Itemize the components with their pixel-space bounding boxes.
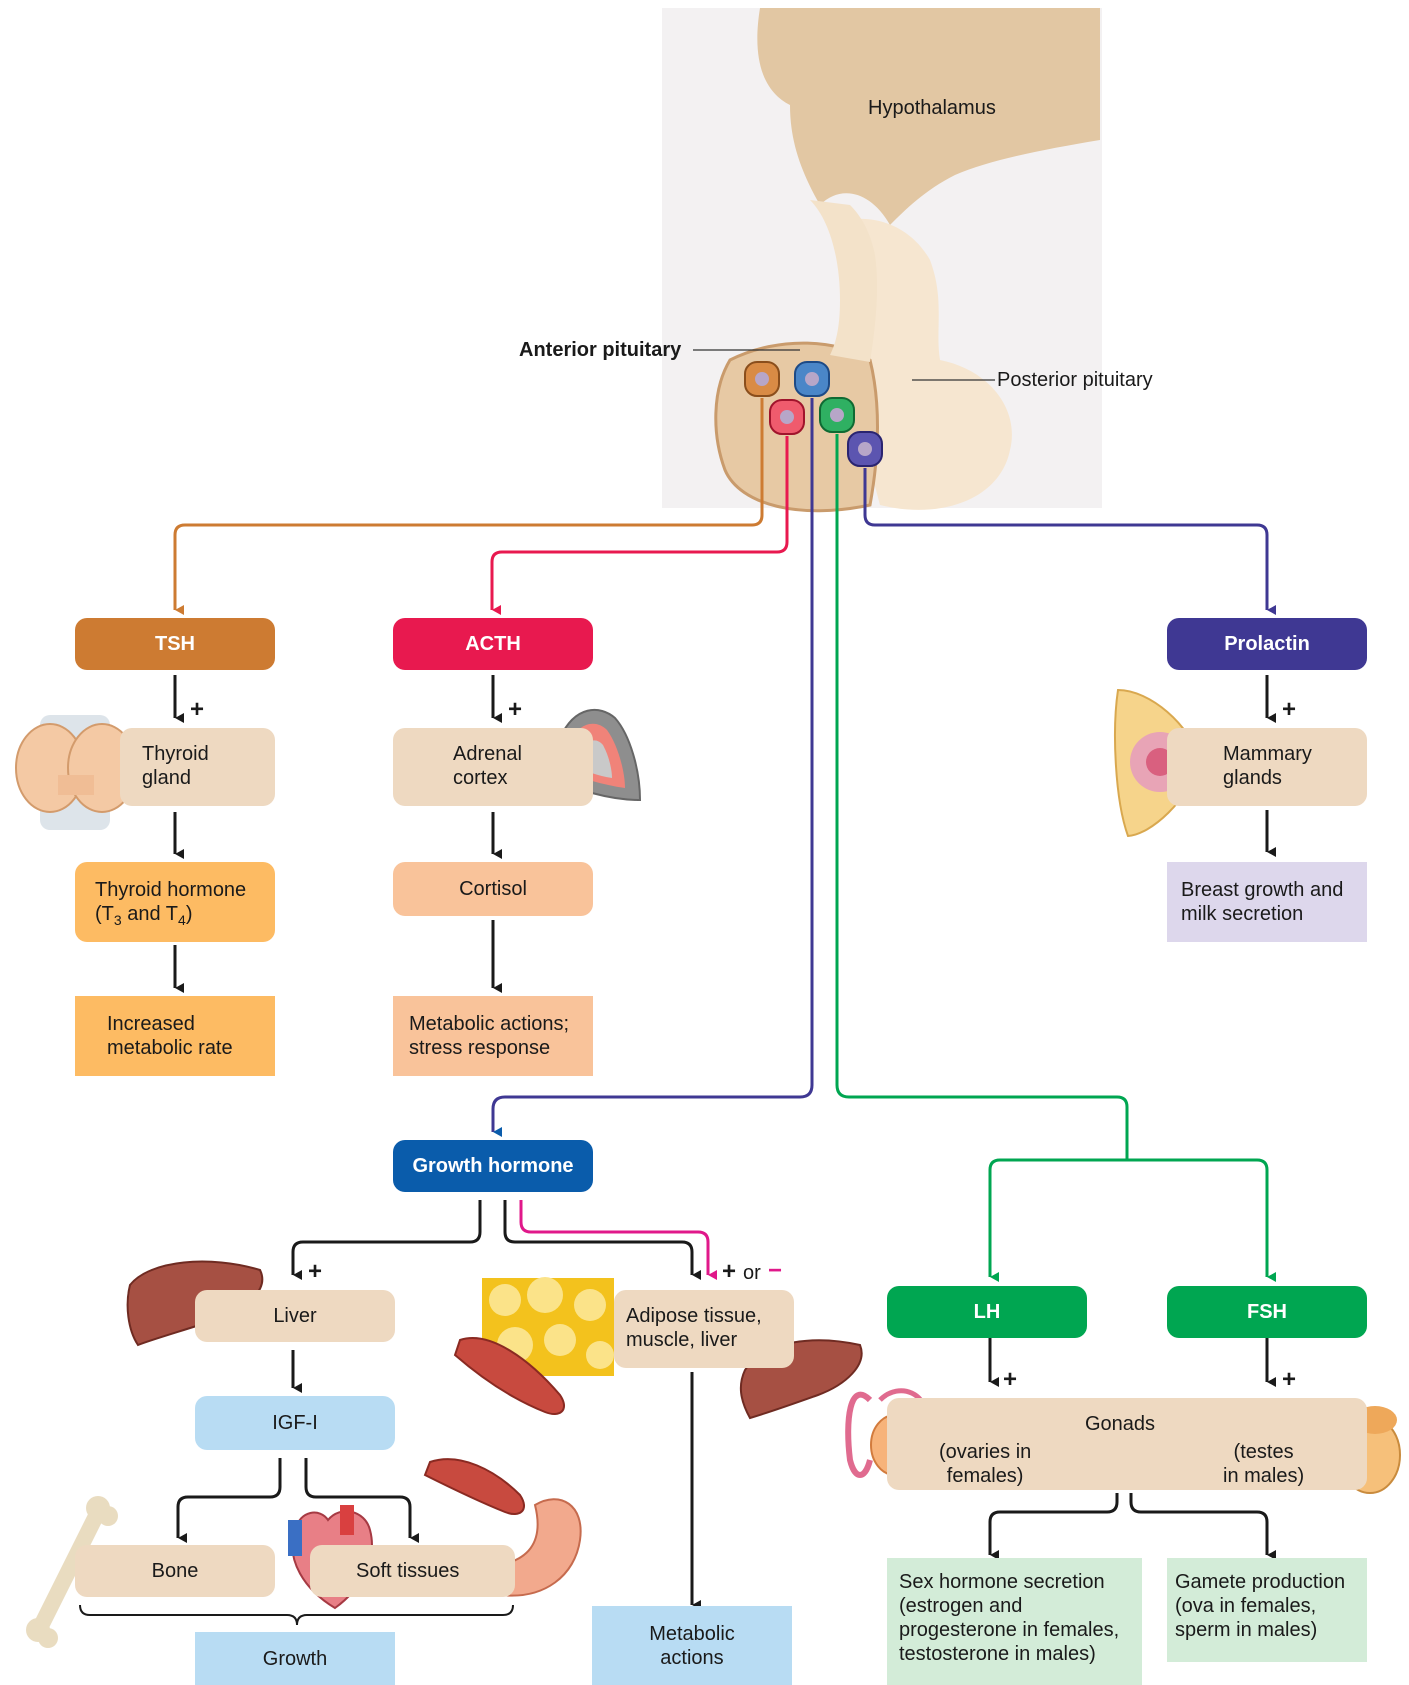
plus-sign: + <box>190 698 204 722</box>
hypothalamus-label: Hypothalamus <box>868 96 996 120</box>
adipose-box: Adipose tissue, muscle, liver <box>614 1290 794 1368</box>
thyroid-hormone-box: Thyroid hormone (T3 and T4) <box>75 862 275 942</box>
cortisol-box: Cortisol <box>393 862 593 916</box>
bone-box: Bone <box>75 1545 275 1597</box>
gonads-box: Gonads (ovaries in females) (testes in m… <box>887 1398 1367 1490</box>
testes-label: (testes in males) <box>1223 1440 1304 1488</box>
anterior-pituitary-label: Anterior pituitary <box>519 338 681 362</box>
liver-label: Liver <box>273 1304 316 1328</box>
prolactin-box: Prolactin <box>1167 618 1367 670</box>
lh-label: LH <box>974 1300 1001 1324</box>
sex-hormone-box: Sex hormone secretion (estrogen and prog… <box>887 1558 1142 1685</box>
gonadotropin-cell <box>820 398 854 432</box>
thyroid-gland-icon <box>16 715 136 830</box>
muscle-icon-2 <box>425 1459 524 1514</box>
growth-brace <box>80 1605 513 1625</box>
thyroid-hormone-formula: (T3 and T4) <box>95 902 275 932</box>
thyroid-gland-box: Thyroid gland <box>120 728 275 806</box>
acth-box: ACTH <box>393 618 593 670</box>
stress-response-box: Metabolic actions; stress response <box>393 996 593 1076</box>
igf-label: IGF-I <box>272 1411 318 1435</box>
tsh-cell <box>745 362 779 396</box>
tsh-box: TSH <box>75 618 275 670</box>
prolactin-cell <box>848 432 882 466</box>
plus-sign: + <box>722 1260 736 1284</box>
gh-cell <box>795 362 829 396</box>
ovaries-label: (ovaries in females) <box>939 1440 1031 1488</box>
liver-box: Liver <box>195 1290 395 1342</box>
breast-growth-box: Breast growth and milk secretion <box>1167 862 1367 942</box>
bone-label: Bone <box>152 1559 199 1583</box>
metabolic-actions-box: Metabolic actions <box>592 1606 792 1685</box>
growth-hormone-label: Growth hormone <box>412 1154 573 1178</box>
plus-sign: + <box>508 698 522 722</box>
plus-sign: + <box>1282 698 1296 722</box>
gonadotropin-pathway <box>837 434 1267 1277</box>
fsh-label: FSH <box>1247 1300 1287 1324</box>
increased-metabolic-rate-box: Increased metabolic rate <box>75 996 275 1076</box>
or-label: or <box>743 1261 761 1285</box>
cortisol-label: Cortisol <box>459 877 527 901</box>
soft-tissues-label: Soft tissues <box>356 1559 459 1583</box>
posterior-pituitary-label: Posterior pituitary <box>997 368 1153 392</box>
plus-sign: + <box>308 1260 322 1284</box>
growth-box: Growth <box>195 1632 395 1685</box>
mammary-glands-box: Mammary glands <box>1167 728 1367 806</box>
gh-adipose-pathway <box>521 1200 708 1275</box>
soft-tissues-box: Soft tissues <box>310 1545 515 1597</box>
plus-sign: + <box>1282 1368 1296 1392</box>
gonads-label: Gonads <box>1085 1412 1155 1436</box>
plus-sign: + <box>1003 1368 1017 1392</box>
adrenal-cortex-box: Adrenal cortex <box>393 728 593 806</box>
growth-label: Growth <box>263 1647 327 1671</box>
gamete-production-box: Gamete production (ova in females, sperm… <box>1167 1558 1367 1662</box>
prolactin-label: Prolactin <box>1224 632 1310 656</box>
acth-label: ACTH <box>465 632 521 656</box>
pituitary-illustration <box>662 8 1102 511</box>
tsh-label: TSH <box>155 632 195 656</box>
fsh-box: FSH <box>1167 1286 1367 1338</box>
igf-box: IGF-I <box>195 1396 395 1450</box>
growth-hormone-box: Growth hormone <box>393 1140 593 1192</box>
lh-box: LH <box>887 1286 1087 1338</box>
minus-sign: − <box>768 1259 782 1283</box>
thyroid-hormone-label: Thyroid hormone <box>95 878 275 902</box>
acth-cell <box>770 400 804 434</box>
